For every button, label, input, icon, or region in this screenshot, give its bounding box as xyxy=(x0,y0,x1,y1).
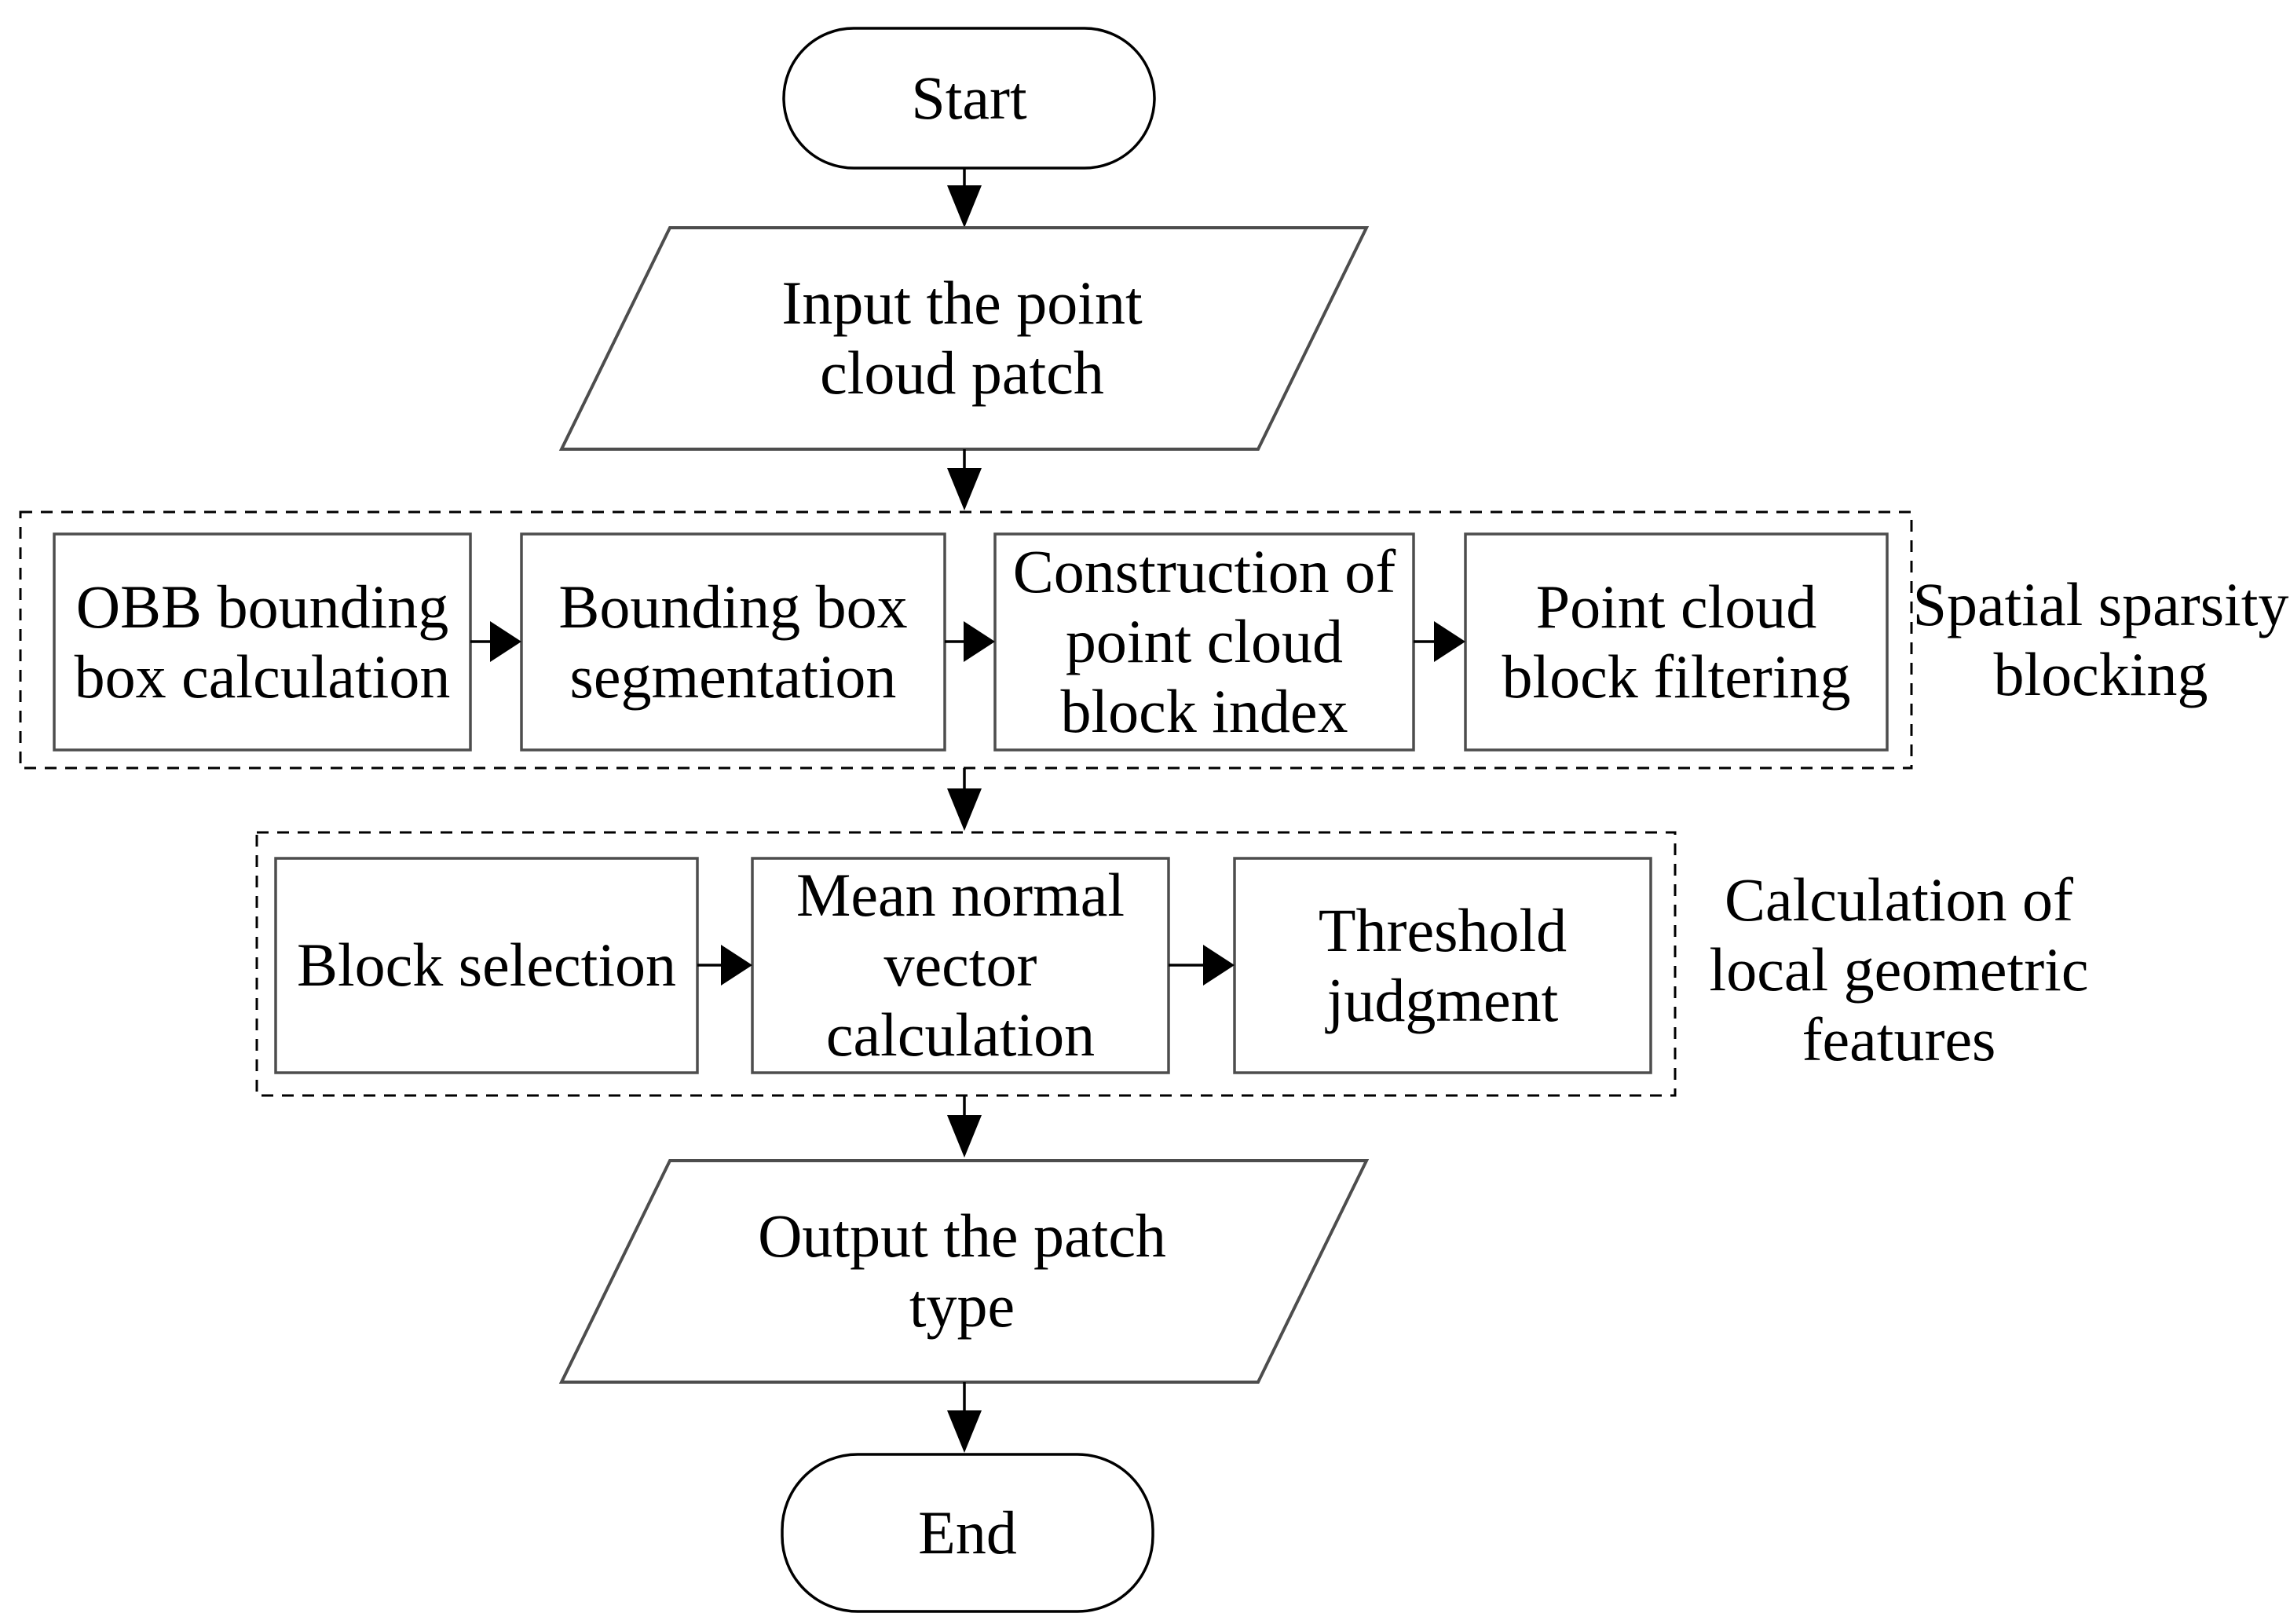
arrow-input-to-spatial-group xyxy=(947,449,982,510)
process-box-threshold xyxy=(1233,857,1652,1074)
arrow-output-to-end xyxy=(947,1382,982,1453)
block-filtering-label: Point cloud block filtering xyxy=(1502,572,1851,711)
arrow-start-to-input xyxy=(947,168,982,228)
process-box-block-selection xyxy=(274,857,699,1074)
start-label: Start xyxy=(911,63,1027,132)
arrow-geometric-group-to-output xyxy=(947,1095,982,1158)
arrow-index-to-filtering xyxy=(1414,621,1465,662)
process-box-mean-normal xyxy=(751,857,1170,1074)
start-node-shape xyxy=(782,27,1156,170)
group-box-local-geometric xyxy=(255,831,1677,1097)
input-label: Input the point cloud patch xyxy=(781,269,1143,407)
obb-bounding-label: OBB bounding box calculation xyxy=(74,572,451,711)
box-segmentation-label: Bounding box segmentation xyxy=(558,572,908,711)
input-node-shape xyxy=(558,226,1370,451)
arrow-spatial-to-geometric-group xyxy=(947,768,982,831)
mean-normal-label: Mean normal vector calculation xyxy=(796,861,1125,1069)
output-node-shape xyxy=(558,1159,1370,1384)
end-node-shape xyxy=(781,1453,1154,1613)
process-box-block-filtering xyxy=(1464,532,1889,752)
group-label-local-geometric: Calculation of local geometric features xyxy=(1709,865,2089,1074)
process-box-box-segmentation xyxy=(520,532,946,752)
block-index-label: Construction of point cloud block index xyxy=(1012,537,1396,745)
group-box-spatial-sparsity xyxy=(19,510,1913,770)
block-selection-label: Block selection xyxy=(296,931,677,1000)
process-box-obb-bounding xyxy=(53,532,472,752)
end-label: End xyxy=(918,1498,1017,1567)
arrow-segmentation-to-index xyxy=(945,621,995,662)
output-label: Output the patch type xyxy=(758,1202,1166,1340)
group-label-spatial-sparsity: Spatial sparsity blocking xyxy=(1912,570,2289,708)
arrow-mean-normal-to-threshold xyxy=(1169,945,1235,986)
threshold-label: Threshold judgment xyxy=(1318,895,1568,1034)
arrow-selection-to-mean-normal xyxy=(697,945,752,986)
arrow-obb-to-segmentation xyxy=(470,621,521,662)
